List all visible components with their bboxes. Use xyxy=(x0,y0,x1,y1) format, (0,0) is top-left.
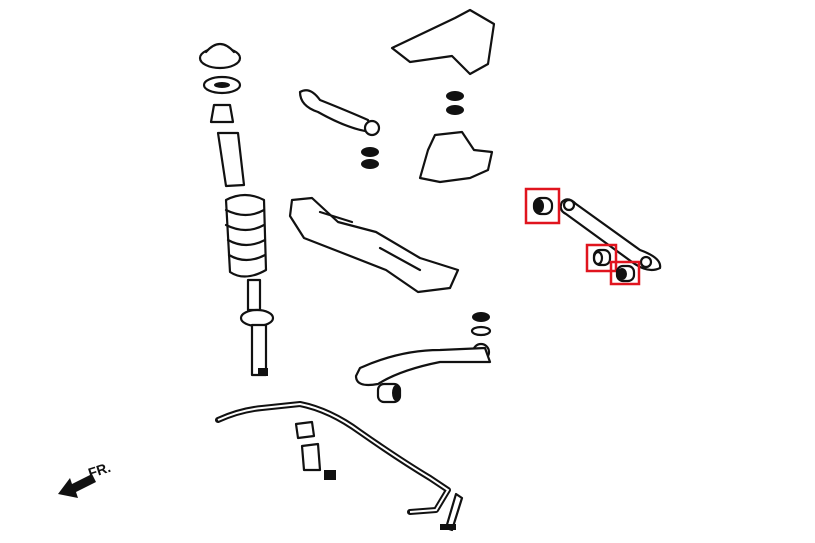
highlight-box xyxy=(585,243,618,273)
highlight-box xyxy=(524,187,561,225)
highlighted-bushing-3 xyxy=(609,260,641,286)
arrow-down-left-icon xyxy=(58,474,96,498)
highlighted-bushing-1 xyxy=(524,187,561,225)
highlighted-bushing-2 xyxy=(585,243,618,273)
highlight-box xyxy=(609,260,641,286)
upper-arm-knuckle xyxy=(390,8,496,184)
subframe xyxy=(288,196,460,294)
lower-arm xyxy=(354,312,492,404)
lower-link xyxy=(559,198,662,272)
strut-assembly xyxy=(198,42,275,377)
stabilizer-bar xyxy=(215,401,464,532)
upper-link xyxy=(298,89,381,169)
